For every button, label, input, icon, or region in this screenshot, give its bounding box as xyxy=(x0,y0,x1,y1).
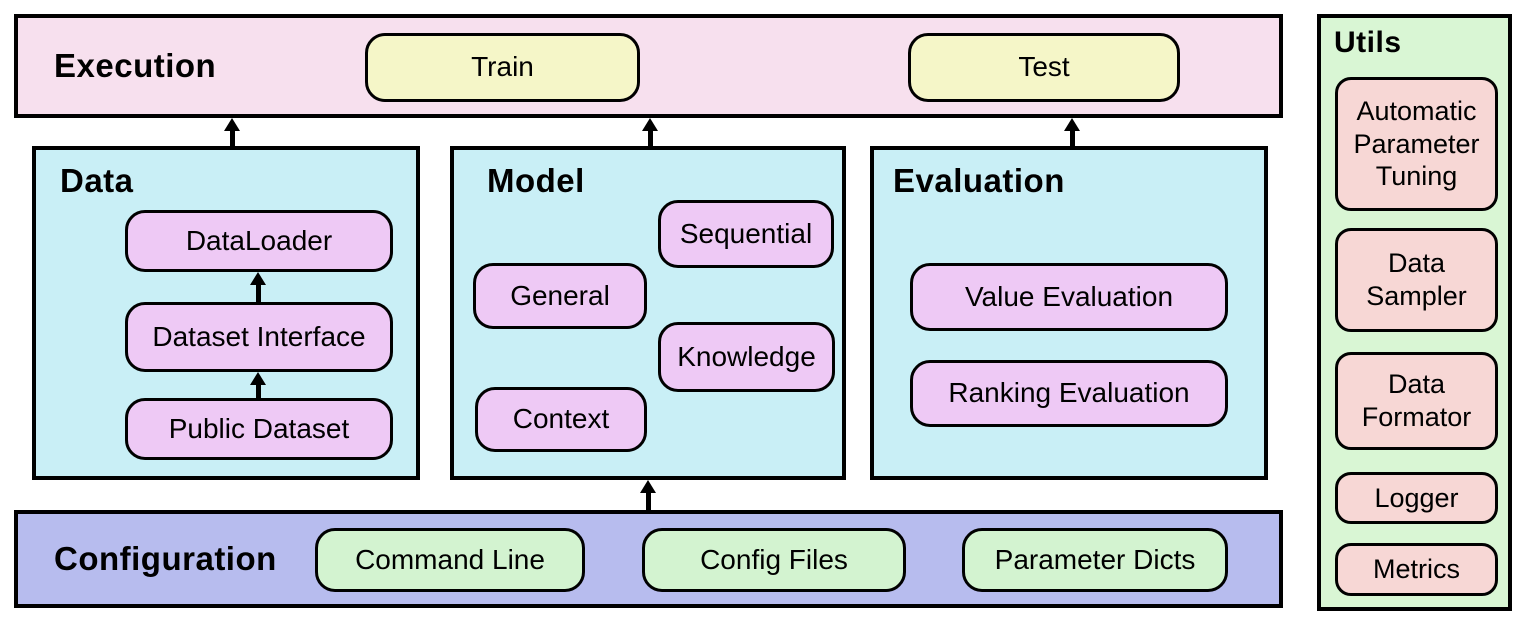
data-formator-node: Data Formator xyxy=(1335,352,1498,450)
arrow-stem xyxy=(645,492,651,510)
test-node: Test xyxy=(908,33,1180,102)
value-evaluation-node: Value Evaluation xyxy=(910,263,1228,331)
arrowhead-icon xyxy=(250,272,266,285)
arrow-stem xyxy=(255,284,261,302)
arrowhead-icon xyxy=(1064,118,1080,131)
arrow-stem xyxy=(229,130,235,146)
arrowhead-icon xyxy=(250,372,266,385)
data-panel: Data DataLoader Dataset Interface Public… xyxy=(32,146,420,480)
execution-title: Execution xyxy=(54,47,217,84)
arrow-data-to-execution xyxy=(224,118,240,146)
command-line-node: Command Line xyxy=(315,528,585,592)
utils-panel: Utils Automatic Parameter Tuning Data Sa… xyxy=(1317,14,1512,611)
model-title: Model xyxy=(487,162,585,199)
dataset-interface-node: Dataset Interface xyxy=(125,302,393,372)
configuration-panel: Configuration Command Line Config Files … xyxy=(14,510,1283,608)
arrow-model-to-execution xyxy=(642,118,658,146)
model-panel: Model General Sequential Knowledge Conte… xyxy=(450,146,846,480)
arrow-dataset-interface-to-dataloader xyxy=(250,272,266,302)
evaluation-panel: Evaluation Value Evaluation Ranking Eval… xyxy=(870,146,1268,480)
train-node: Train xyxy=(365,33,640,102)
dataloader-node: DataLoader xyxy=(125,210,393,272)
general-node: General xyxy=(473,263,647,329)
public-dataset-node: Public Dataset xyxy=(125,398,393,460)
automatic-parameter-tuning-node: Automatic Parameter Tuning xyxy=(1335,77,1498,211)
evaluation-title: Evaluation xyxy=(893,162,1065,199)
context-node: Context xyxy=(475,387,647,452)
logger-node: Logger xyxy=(1335,472,1498,524)
arrowhead-icon xyxy=(224,118,240,131)
arrow-configuration-to-model xyxy=(640,480,656,510)
parameter-dicts-node: Parameter Dicts xyxy=(962,528,1228,592)
arrow-stem xyxy=(1069,130,1075,146)
arrow-stem xyxy=(647,130,653,146)
data-sampler-node: Data Sampler xyxy=(1335,228,1498,332)
arrowhead-icon xyxy=(640,480,656,493)
arrow-evaluation-to-execution xyxy=(1064,118,1080,146)
arrow-stem xyxy=(255,384,261,398)
sequential-node: Sequential xyxy=(658,200,834,268)
configuration-title: Configuration xyxy=(54,540,277,577)
execution-panel: Execution Train Test xyxy=(14,14,1283,118)
utils-title: Utils xyxy=(1334,26,1402,59)
arrowhead-icon xyxy=(642,118,658,131)
data-title: Data xyxy=(60,162,134,199)
knowledge-node: Knowledge xyxy=(658,322,835,392)
config-files-node: Config Files xyxy=(642,528,906,592)
metrics-node: Metrics xyxy=(1335,543,1498,596)
arrow-public-dataset-to-dataset-interface xyxy=(250,372,266,398)
ranking-evaluation-node: Ranking Evaluation xyxy=(910,360,1228,427)
